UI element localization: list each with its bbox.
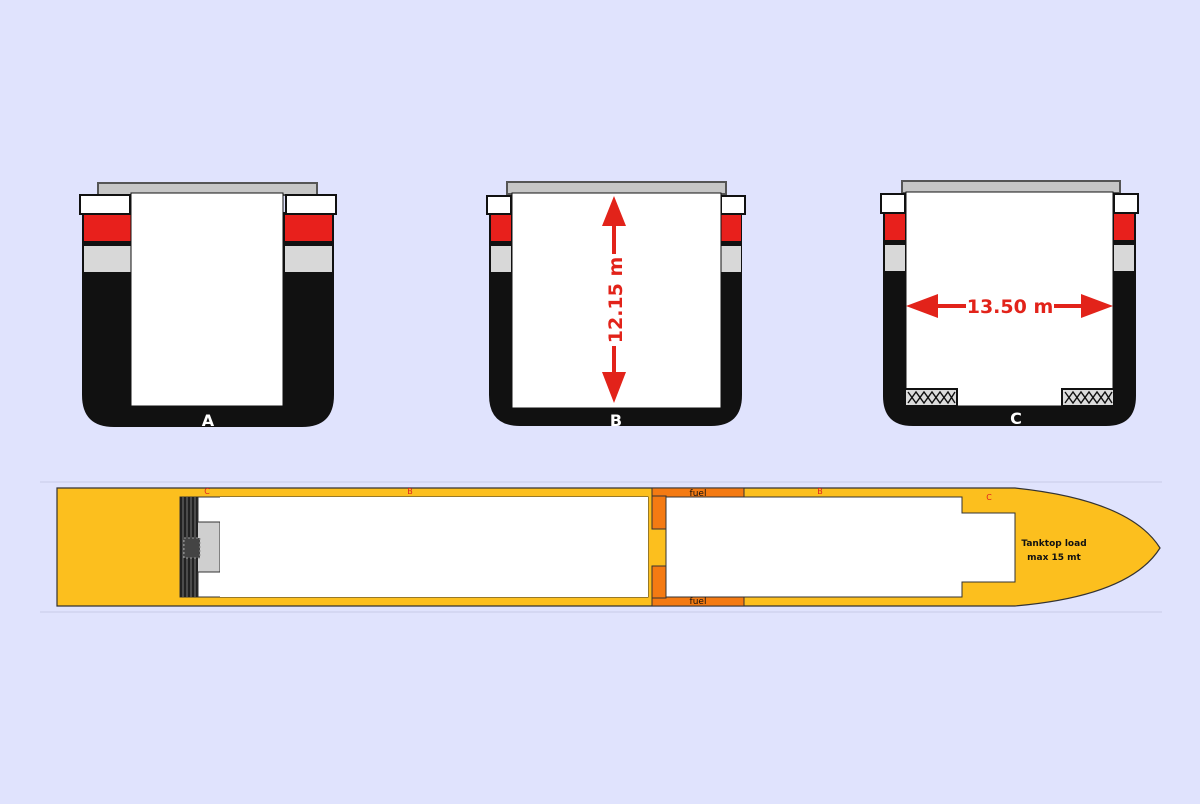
section-label-a: A — [202, 411, 215, 430]
hold-b-aft-inner — [220, 497, 648, 597]
plan-label-c-aft: C — [204, 487, 210, 496]
tanktop-block-right — [1061, 388, 1115, 407]
deck-red-left-c — [885, 213, 905, 240]
plan-label-b-fwd: B — [817, 487, 823, 496]
width-dimension-label: 13.50 m — [967, 296, 1054, 318]
coaming-left-c — [880, 193, 906, 214]
coaming-right-c — [1113, 193, 1139, 214]
deck-grey-left-a — [84, 246, 131, 272]
deck-grey-left-c — [885, 245, 905, 271]
deck-red-right-c — [1114, 213, 1134, 240]
tanktop-load-line1: Tanktop load — [1021, 539, 1086, 549]
cross-section-c: 13.50 m C — [880, 180, 1139, 428]
height-dimension-label: 12.15 m — [605, 257, 627, 344]
height-arrow: 12.15 m — [600, 196, 628, 403]
section-label-b: B — [610, 411, 622, 430]
fuel-label-bottom: fuel — [690, 597, 707, 607]
plan-view: C B B C fuel fuel Tanktop load max 15 mt — [40, 481, 1162, 613]
deck-red-left-b — [491, 214, 511, 241]
hatch-cover-b — [506, 181, 727, 195]
cargo-hold-a — [130, 192, 284, 407]
plan-label-b-aft: B — [407, 487, 413, 496]
deck-grey-left-b — [491, 246, 511, 272]
deck-grey-right-b — [721, 246, 741, 272]
deck-grey-right-a — [285, 246, 332, 272]
hold-b-fwd — [665, 496, 1016, 598]
deck-grey-right-c — [1114, 245, 1134, 271]
fuel-tank-side-lower — [651, 565, 667, 599]
deck-red-right-b — [721, 214, 741, 241]
fuel-label-top: fuel — [690, 489, 707, 499]
cross-section-a: A — [79, 182, 337, 430]
coaming-left-a — [79, 194, 131, 215]
plan-label-c-fwd: C — [986, 493, 992, 502]
deck-red-left-a — [84, 214, 131, 241]
coaming-left-b — [486, 195, 512, 215]
section-label-c: C — [1010, 409, 1022, 428]
tanktop-load-line2: max 15 mt — [1027, 553, 1081, 563]
tanktop-block-left — [904, 388, 958, 407]
cross-section-b: 12.15 m B — [486, 181, 746, 430]
hatch-cover-c — [901, 180, 1121, 194]
deck-red-right-a — [285, 214, 332, 241]
fuel-tank-side-upper — [651, 495, 667, 530]
coaming-right-a — [285, 194, 337, 215]
coaming-right-b — [720, 195, 746, 215]
width-arrow: 13.50 m — [906, 294, 1113, 318]
